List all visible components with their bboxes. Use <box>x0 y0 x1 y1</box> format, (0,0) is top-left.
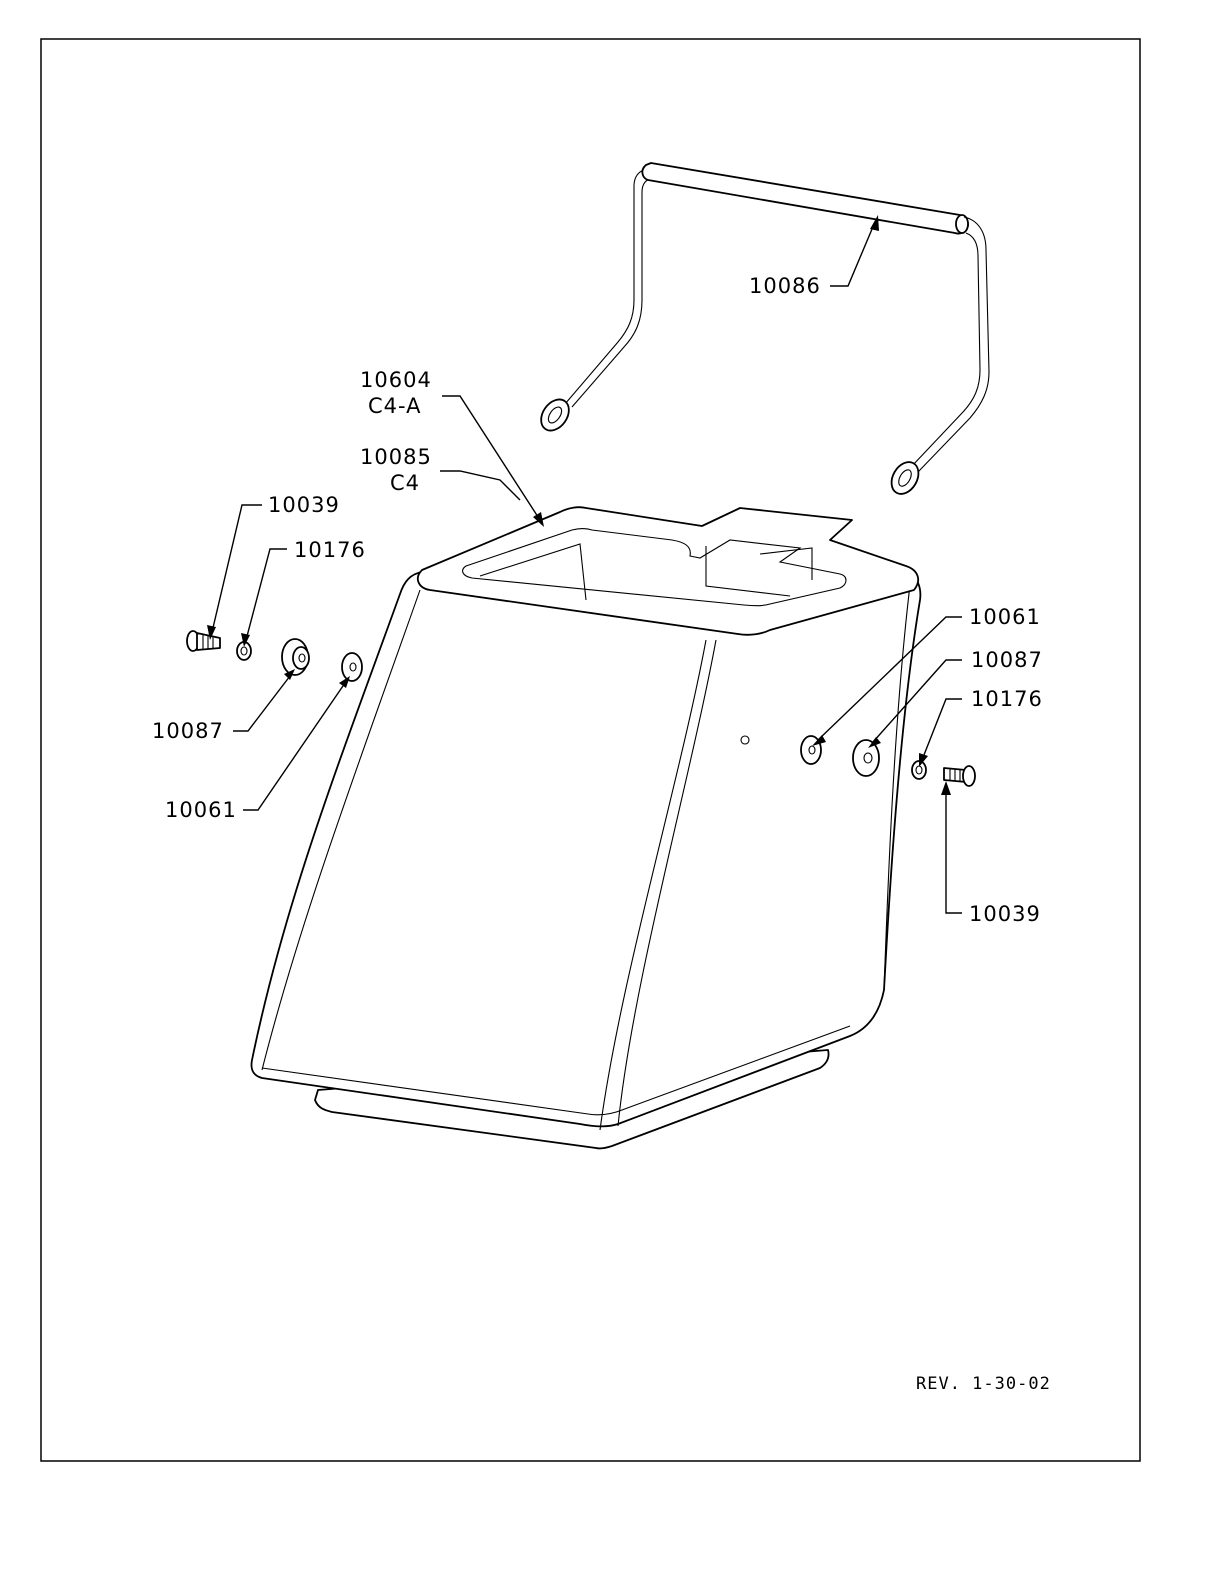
callout-left-screw: 10039 <box>268 493 340 517</box>
callout-bail-handle: 10086 <box>749 274 821 298</box>
callout-rim-part-variant: C4-A <box>368 394 422 418</box>
callout-left-flat-washer: 10061 <box>165 798 237 822</box>
callout-right-bushing: 10087 <box>971 648 1043 672</box>
callout-left-lock-washer: 10176 <box>294 538 366 562</box>
left-flat-washer <box>342 653 362 681</box>
callout-body-part-variant: C4 <box>390 471 420 495</box>
callout-right-screw: 10039 <box>969 902 1041 926</box>
right-bushing <box>853 740 879 776</box>
callout-right-flat-washer: 10061 <box>969 605 1041 629</box>
revision-note: REV. 1-30-02 <box>916 1374 1051 1394</box>
left-screw <box>187 631 220 651</box>
left-bushing <box>282 639 309 675</box>
callout-body-part-number: 10085 <box>360 445 432 469</box>
callout-rim-part-number: 10604 <box>360 368 432 392</box>
right-screw <box>944 766 975 786</box>
bail-handle <box>535 163 989 499</box>
callout-right-lock-washer: 10176 <box>971 687 1043 711</box>
callout-left-bushing: 10087 <box>152 719 224 743</box>
